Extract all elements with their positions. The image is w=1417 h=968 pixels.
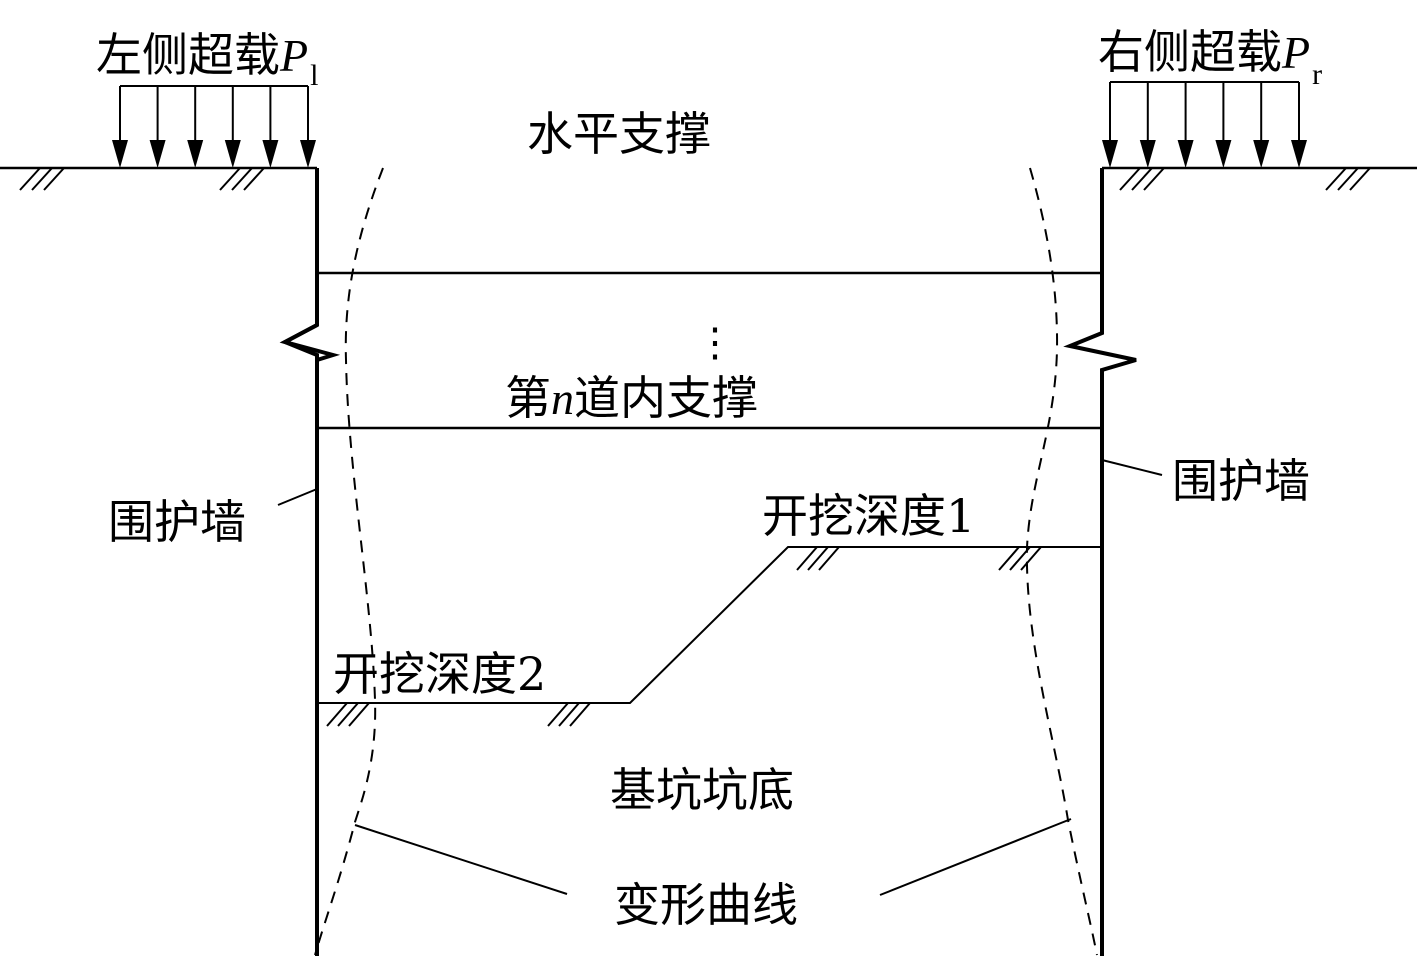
load-arrows-right [1102, 82, 1307, 168]
left-wall-break-symbol [279, 323, 341, 362]
strut-ellipsis: ⋮ [695, 320, 735, 366]
arrowhead-icon [1102, 140, 1118, 168]
excavation-hatch-depth1-right [998, 546, 1042, 571]
deformation-curve-right [1025, 167, 1098, 956]
ground-hatch-right-1 [1119, 167, 1165, 191]
left-surcharge-label: 左侧超载Pl [96, 28, 318, 92]
arrowhead-icon [149, 140, 166, 168]
arrowhead-icon [1253, 140, 1270, 168]
excavation-depth1-label: 开挖深度1 [762, 489, 975, 543]
arrowhead-icon [1177, 140, 1194, 168]
deformation-curve-left [314, 167, 384, 956]
excavation-depth2-label: 开挖深度2 [333, 647, 546, 701]
pit-bottom-label: 基坑坑底 [610, 763, 794, 817]
right-surcharge-load [1102, 81, 1307, 168]
leader-left-wall [277, 488, 318, 506]
nth-strut-label: 第n道内支撑 [505, 371, 758, 425]
excavation-hatch-depth2-left [326, 702, 370, 727]
excavation-hatch-depth1-left [796, 546, 840, 571]
excavation-hatch-depth2-right [547, 702, 591, 727]
arrowhead-icon [300, 140, 316, 168]
leader-deformation-left [354, 824, 568, 895]
deformation-curve-label: 变形曲线 [614, 878, 798, 932]
arrowhead-icon [1291, 140, 1307, 168]
ground-hatch-left-1 [19, 167, 65, 191]
arrowhead-icon [262, 140, 279, 168]
excavation-profile [317, 546, 1102, 704]
right-wall-label: 围护墙 [1172, 454, 1310, 508]
horizontal-strut-label: 水平支撑 [527, 107, 711, 161]
left-surcharge-load [112, 85, 316, 168]
ground-hatch-right-2 [1325, 167, 1371, 191]
load-arrows-left [112, 86, 316, 168]
left-wall-label: 围护墙 [108, 495, 246, 549]
right-retaining-wall [1063, 168, 1137, 956]
leader-right-wall [1101, 459, 1163, 476]
arrowhead-icon [1139, 140, 1156, 168]
arrowhead-icon [112, 140, 128, 168]
arrowhead-icon [1215, 140, 1232, 168]
ground-hatch-left-2 [219, 167, 265, 191]
arrowhead-icon [187, 140, 204, 168]
left-retaining-wall [280, 168, 319, 956]
arrowhead-icon [224, 140, 241, 168]
right-surcharge-label: 右侧超载Pr [1098, 25, 1322, 91]
leader-deformation-right [879, 818, 1072, 896]
